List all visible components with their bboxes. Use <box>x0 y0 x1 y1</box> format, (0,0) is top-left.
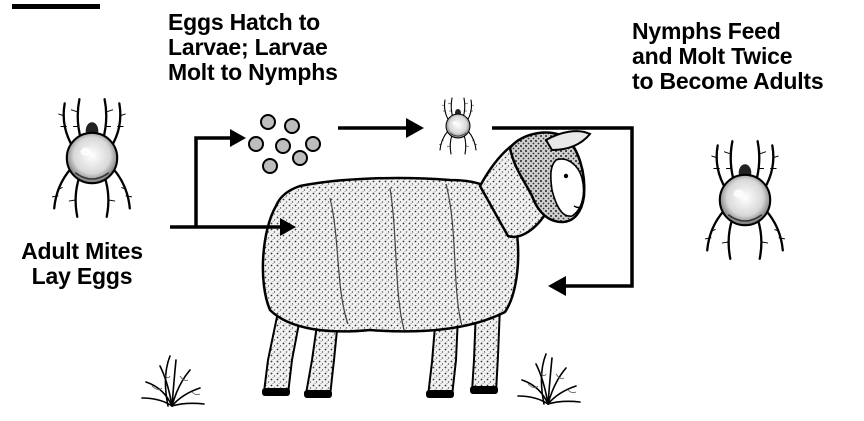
arrow-up-to-eggs <box>196 138 232 227</box>
adult-mites-label: Adult Mites Lay Eggs <box>8 239 156 289</box>
nymphs-feed-label-line-2: and Molt Twice <box>632 44 823 69</box>
nymphs-feed-label-line-1: Nymphs Feed <box>632 19 823 44</box>
grass-left-illustration <box>142 356 204 406</box>
nymph-mite-illustration <box>439 98 477 154</box>
corner-bar <box>12 4 100 9</box>
grass-right-illustration <box>518 354 580 404</box>
adult-mites-label-line-1: Adult Mites <box>8 239 156 264</box>
adult-mites-label-line-2: Lay Eggs <box>8 264 156 289</box>
eggs-hatch-label-line-1: Eggs Hatch to <box>168 10 338 35</box>
adult-mite-right-illustration <box>705 141 785 259</box>
eggs-illustration <box>249 115 320 173</box>
nymphs-feed-label-line-3: to Become Adults <box>632 69 823 94</box>
adult-mite-left-illustration <box>52 99 132 217</box>
eggs-hatch-label: Eggs Hatch to Larvae; Larvae Molt to Nym… <box>168 10 338 85</box>
eggs-hatch-label-line-2: Larvae; Larvae <box>168 35 338 60</box>
nymphs-feed-label: Nymphs Feed and Molt Twice to Become Adu… <box>632 19 823 94</box>
eggs-hatch-label-line-3: Molt to Nymphs <box>168 60 338 85</box>
sheep-illustration <box>262 131 590 398</box>
